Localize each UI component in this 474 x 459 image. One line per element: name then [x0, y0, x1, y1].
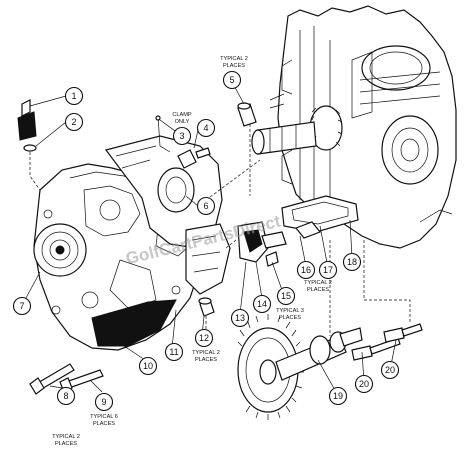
callout-11: 11 — [164, 342, 184, 362]
push-rod-pins — [351, 323, 423, 361]
note-typical3-line1: TYPICAL 3 — [276, 308, 304, 314]
callout-label: 20 — [385, 365, 395, 375]
callout-label: 9 — [101, 397, 106, 407]
callout-12: 12 — [194, 328, 214, 348]
note-typical2-top-line2: PLACES — [223, 63, 245, 69]
callout-label: 18 — [347, 257, 357, 267]
callout-label: 20 — [359, 379, 369, 389]
callout-label: 1 — [71, 91, 76, 101]
alignment-lines — [29, 124, 411, 336]
callout-label: 16 — [301, 265, 311, 275]
callout-label: 2 — [71, 117, 76, 127]
callout-label: 4 — [203, 123, 208, 133]
breather-gasket — [281, 195, 359, 239]
camshaft — [237, 314, 363, 420]
note-typical2-16-line1: TYPICAL 2 — [304, 280, 332, 286]
note-typical6-line2: PLACES — [93, 421, 115, 427]
callout-label: 6 — [203, 201, 208, 211]
callout-8: 8 — [56, 386, 76, 406]
note-typical2-16-line2: PLACES — [307, 287, 329, 293]
callout-3: 3 — [172, 126, 192, 146]
callout-label: 3 — [179, 131, 184, 141]
callout-4: 4 — [196, 118, 216, 138]
callout-label: 7 — [19, 301, 24, 311]
crankshaft-gear — [251, 105, 343, 155]
callout-label: 8 — [63, 391, 68, 401]
note-typical3-line2: PLACES — [279, 315, 301, 321]
callout-1: 1 — [64, 86, 84, 106]
callout-14: 14 — [252, 294, 272, 314]
callout-5: 5 — [222, 70, 242, 90]
note-typical6-line1: TYPICAL 6 — [90, 414, 118, 420]
callout-label: 15 — [281, 291, 291, 301]
callout-label: 17 — [323, 265, 333, 275]
callout-20-left: 20 — [354, 374, 374, 394]
callout-label: 14 — [257, 299, 267, 309]
note-typical2-8-line2: PLACES — [55, 441, 77, 447]
note-clamp-only-line2: ONLY — [175, 119, 190, 125]
callout-13: 13 — [230, 308, 250, 328]
callout-6: 6 — [196, 196, 216, 216]
callout-label: 12 — [199, 333, 209, 343]
engine-crankcase — [269, 5, 457, 249]
callout-label: 5 — [229, 75, 234, 85]
small-bolt — [198, 297, 215, 317]
note-typical2-12-line2: PLACES — [195, 357, 217, 363]
callouts: 1 2 3 4 5 6 7 8 9 10 11 12 13 14 15 16 1… — [12, 70, 400, 412]
notes: CLAMP ONLY TYPICAL 2 PLACES TYPICAL 3 PL… — [52, 56, 332, 447]
callout-15: 15 — [276, 286, 296, 306]
callout-16: 16 — [296, 260, 316, 280]
callout-20-right: 20 — [380, 360, 400, 380]
callout-7: 7 — [12, 296, 32, 316]
callout-17: 17 — [318, 260, 338, 280]
note-clamp-only-line1: CLAMP — [172, 112, 192, 118]
note-typical2-top-line1: TYPICAL 2 — [220, 56, 248, 62]
governor-assembly — [237, 221, 287, 267]
callout-18: 18 — [342, 252, 362, 272]
callout-10: 10 — [138, 356, 158, 376]
callout-9: 9 — [94, 392, 114, 412]
note-typical2-12-line1: TYPICAL 2 — [192, 350, 220, 356]
dowel-pin — [237, 102, 257, 127]
breather-fitting — [17, 99, 37, 152]
callout-label: 11 — [169, 347, 178, 357]
note-typical2-8-line1: TYPICAL 2 — [52, 434, 80, 440]
callout-label: 13 — [235, 313, 245, 323]
callout-2: 2 — [64, 112, 84, 132]
clamp-and-bolt — [155, 115, 211, 169]
callout-19: 19 — [328, 386, 348, 406]
callout-label: 19 — [333, 391, 343, 401]
callout-label: 10 — [143, 361, 153, 371]
